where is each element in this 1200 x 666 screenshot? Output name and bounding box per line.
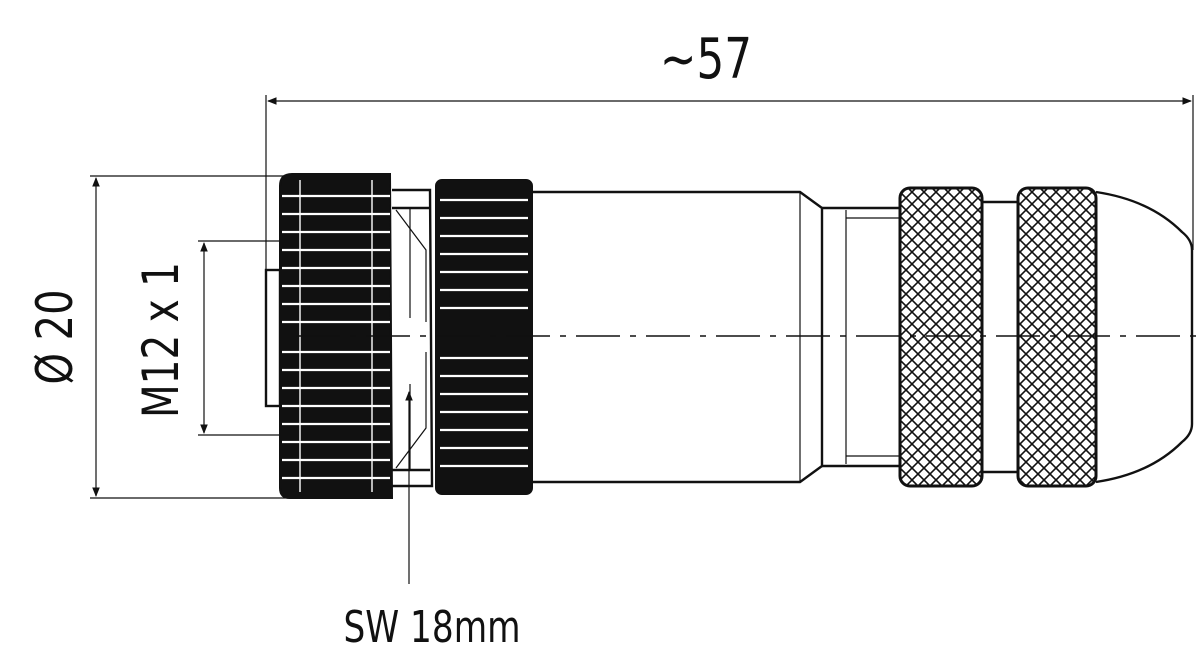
front-pin <box>264 268 282 408</box>
neck <box>822 206 900 468</box>
locking-ring <box>435 179 533 495</box>
hex-section <box>392 188 434 488</box>
grip-gap <box>982 200 1018 474</box>
diameter-label: Ø 20 <box>26 289 85 384</box>
wrench-size-callout: SW 18mm <box>343 391 521 653</box>
thread-label: M12 x 1 <box>131 262 190 418</box>
diameter-dimension: Ø 20 <box>26 175 290 499</box>
length-dimension: ~57 <box>265 26 1194 300</box>
length-label: ~57 <box>660 26 752 92</box>
end-cap <box>1095 190 1194 484</box>
thread-dimension: M12 x 1 <box>131 240 290 436</box>
knurled-grip-2 <box>1016 186 1098 488</box>
wrench-size-label: SW 18mm <box>343 602 520 653</box>
knurled-grip-1 <box>898 186 984 488</box>
main-sleeve <box>532 190 824 484</box>
connector-body <box>264 173 1200 499</box>
